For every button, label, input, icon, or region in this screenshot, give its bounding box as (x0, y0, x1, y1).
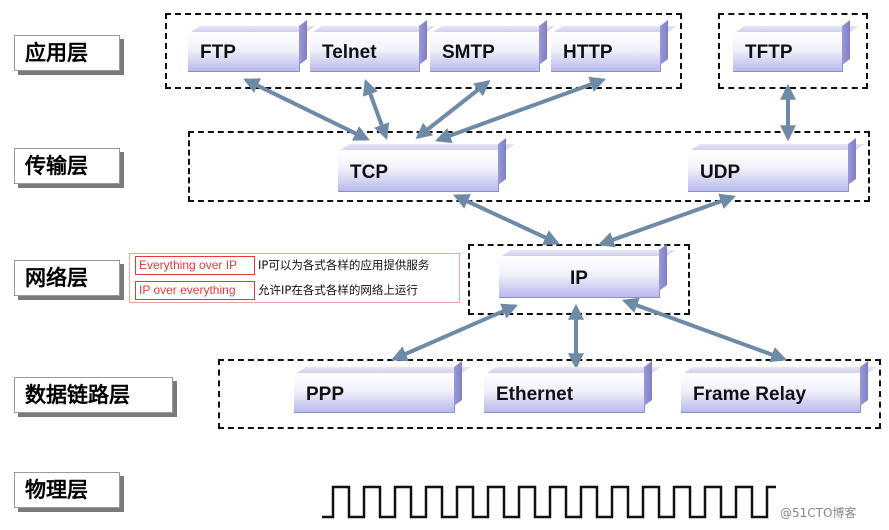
protocol-box-telnet: Telnet (310, 32, 420, 72)
protocol-label-telnet: Telnet (322, 42, 377, 63)
protocol-label-ftp: FTP (200, 42, 236, 63)
protocol-box-tcp: TCP (338, 150, 499, 192)
protocol-label-tcp: TCP (350, 162, 388, 183)
protocol-label-tftp: TFTP (745, 42, 793, 63)
protocol-box-tftp: TFTP (733, 32, 843, 72)
arrow-tcp-ip (453, 194, 560, 245)
protocol-box-ip: IP (499, 256, 660, 298)
protocol-label-smtp: SMTP (442, 42, 495, 63)
protocol-label-frame-relay: Frame Relay (693, 384, 807, 405)
note-tag-ip-over-everything: IP over everything (135, 281, 255, 300)
protocol-box-frame-relay: Frame Relay (681, 373, 861, 413)
layer-label-datalink: 数据链路层 (14, 377, 173, 413)
datalink-group (218, 359, 881, 429)
physical-signal-waveform (322, 485, 776, 519)
ip-notes-frame (129, 253, 460, 303)
layer-label-physical: 物理层 (14, 472, 120, 508)
note-desc-everything-over-ip: IP可以为各式各样的应用提供服务 (258, 258, 430, 272)
protocol-label-ppp: PPP (306, 384, 345, 405)
protocol-label-ethernet: Ethernet (496, 384, 574, 405)
protocol-label-http: HTTP (563, 42, 613, 63)
note-desc-ip-over-everything: 允许IP在各式各样的网络上运行 (258, 283, 418, 297)
arrow-ip-ppp (391, 303, 518, 362)
protocol-box-http: HTTP (551, 32, 661, 72)
protocol-box-ftp: FTP (188, 32, 300, 72)
note-tag-everything-over-ip: Everything over IP (135, 256, 255, 275)
protocol-label-ip: IP (570, 268, 588, 289)
layer-label-transport: 传输层 (14, 148, 120, 184)
arrow-udp-ip (597, 193, 737, 248)
protocol-box-smtp: SMTP (430, 32, 540, 72)
arrow-http-tcp (434, 76, 607, 144)
arrow-smtp-tcp (415, 80, 491, 139)
protocol-box-ppp: PPP (294, 373, 455, 413)
arrow-ftp-tcp (243, 78, 370, 141)
layer-label-network: 网络层 (14, 260, 120, 296)
arrow-ip-framerelay (621, 297, 788, 363)
protocol-box-ethernet: Ethernet (484, 373, 645, 413)
watermark: @51CTO博客 (780, 506, 857, 520)
arrow-telnet-tcp (362, 78, 390, 141)
protocol-box-udp: UDP (688, 150, 849, 192)
protocol-label-udp: UDP (700, 162, 741, 183)
layer-label-application: 应用层 (14, 35, 120, 71)
